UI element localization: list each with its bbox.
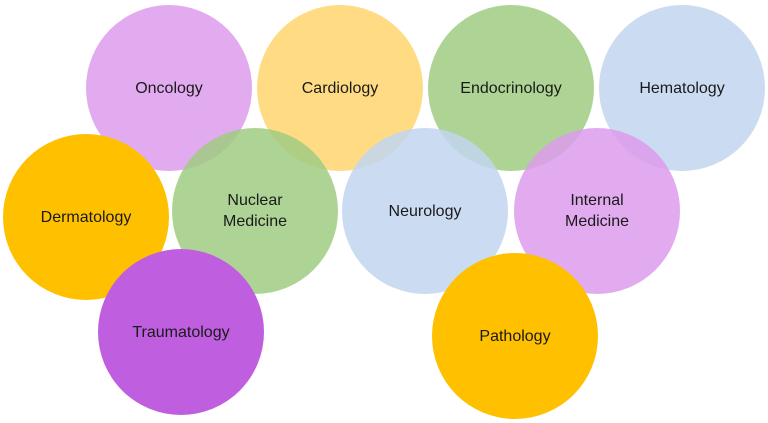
internal-medicine-label: Internal Medicine xyxy=(564,192,630,230)
traumatology-label: Traumatology xyxy=(132,323,230,341)
dermatology-label: Dermatology xyxy=(40,208,132,226)
pathology-circle: Pathology xyxy=(432,253,598,419)
nuclear-medicine-label: Nuclear Medicine xyxy=(222,192,288,230)
cardiology-label: Cardiology xyxy=(301,79,379,97)
traumatology-circle: Traumatology xyxy=(98,249,264,415)
neurology-label: Neurology xyxy=(388,202,462,220)
endocrinology-label: Endocrinology xyxy=(460,79,562,97)
internal-medicine-circle: Internal Medicine xyxy=(514,128,680,294)
pathology-label: Pathology xyxy=(479,327,551,345)
hematology-label: Hematology xyxy=(639,79,725,97)
oncology-label: Oncology xyxy=(135,79,203,97)
